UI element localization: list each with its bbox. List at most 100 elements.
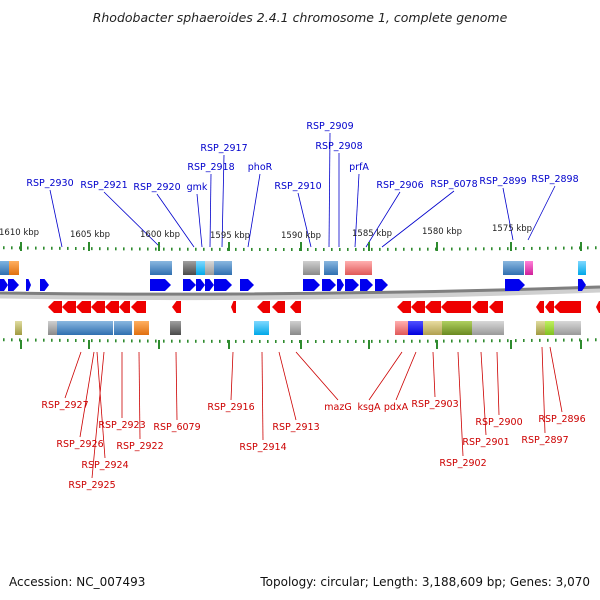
minor-tick [459, 247, 461, 251]
minor-tick [555, 338, 557, 342]
major-tick [20, 340, 22, 349]
reverse-label-connector [541, 346, 546, 434]
minor-tick [267, 247, 269, 251]
major-tick [368, 242, 370, 251]
genome-summary-text: Topology: circular; Length: 3,188,609 bp… [260, 575, 590, 589]
forward-gene-label: phoR [248, 162, 273, 173]
minor-tick [587, 246, 589, 250]
forward-label-connector [354, 173, 360, 248]
forward-gene-label: RSP_2909 [306, 121, 353, 132]
minor-tick [571, 338, 573, 342]
reverse-gene-arrow [131, 301, 146, 313]
reverse-gene-label: RSP_2914 [239, 442, 286, 453]
forward-gene-label: RSP_2921 [80, 180, 127, 191]
minor-tick [211, 339, 213, 343]
minor-tick [27, 338, 29, 342]
minor-tick [251, 339, 253, 343]
cds-box [15, 321, 22, 335]
minor-tick [395, 247, 397, 251]
forward-gene-arrow [26, 279, 31, 291]
cds-box [423, 321, 442, 335]
reverse-gene-arrow [231, 301, 236, 313]
forward-gene-label: RSP_2898 [531, 174, 578, 185]
reverse-gene-label: RSP_2913 [272, 422, 319, 433]
forward-gene-label: RSP_2899 [479, 176, 526, 187]
minor-tick [275, 247, 277, 251]
minor-tick [235, 339, 237, 343]
cds-box [9, 261, 19, 275]
forward-gene-label: RSP_2910 [274, 181, 321, 192]
cds-box [114, 321, 132, 335]
reverse-label-connector [549, 346, 563, 413]
cds-box [214, 261, 232, 275]
minor-tick [19, 246, 21, 250]
minor-tick [331, 339, 333, 343]
forward-gene-arrow [150, 279, 171, 291]
minor-tick [579, 246, 581, 250]
reverse-gene-label: RSP_2924 [81, 460, 128, 471]
minor-tick [243, 247, 245, 251]
reverse-gene-arrow [172, 301, 181, 313]
forward-gene-arrow [505, 279, 525, 291]
cds-box [525, 261, 533, 275]
minor-tick [75, 338, 77, 342]
forward-gene-arrow [303, 279, 320, 291]
forward-label-connector [297, 192, 312, 248]
cds-box [395, 321, 408, 335]
gene-arrows [0, 279, 600, 313]
cds-boxes [0, 261, 586, 335]
minor-tick [243, 339, 245, 343]
forward-gene-arrow [578, 279, 586, 291]
forward-label-connector [103, 191, 161, 248]
minor-tick [171, 247, 173, 251]
forward-gene-label: RSP_2930 [26, 178, 73, 189]
minor-tick [155, 339, 157, 343]
minor-tick [19, 338, 21, 342]
forward-label-connector [502, 187, 514, 241]
forward-gene-label: RSP_2908 [315, 141, 362, 152]
cds-box [57, 321, 99, 335]
minor-tick [523, 247, 525, 251]
reverse-gene-label: RSP_2927 [41, 400, 88, 411]
cds-box [503, 261, 524, 275]
cds-box [0, 261, 9, 275]
cds-box [150, 261, 172, 275]
cds-box [183, 261, 196, 275]
reverse-gene-label: RSP_2901 [462, 437, 509, 448]
minor-tick [299, 247, 301, 251]
minor-tick [323, 247, 325, 251]
reverse-gene-label: RSP_2896 [538, 414, 585, 425]
forward-label-connector [328, 132, 331, 248]
cds-box [324, 261, 338, 275]
forward-label-connector [221, 154, 225, 248]
major-tick [158, 340, 160, 349]
reverse-gene-label: ksgA [358, 402, 381, 413]
forward-gene-arrow [183, 279, 196, 291]
reverse-label-connector [64, 351, 82, 399]
minor-tick [467, 247, 469, 251]
minor-tick [11, 338, 13, 342]
minor-tick [411, 247, 413, 251]
forward-label-connector [49, 189, 63, 248]
cds-box [472, 321, 504, 335]
minor-tick [419, 339, 421, 343]
reverse-label-connector [278, 351, 297, 421]
minor-tick [187, 247, 189, 251]
minor-tick [99, 247, 101, 251]
reverse-gene-label: RSP_2923 [98, 420, 145, 431]
cds-box [290, 321, 301, 335]
forward-gene-arrow [322, 279, 336, 291]
cds-box [134, 321, 149, 335]
reverse-gene-label: RSP_2922 [116, 441, 163, 452]
minor-tick [155, 247, 157, 251]
minor-tick [467, 339, 469, 343]
cds-box [303, 261, 320, 275]
minor-tick [227, 247, 229, 251]
minor-tick [387, 339, 389, 343]
cds-box [545, 321, 554, 335]
minor-tick [475, 247, 477, 251]
reverse-label-connector [395, 351, 417, 401]
minor-tick [35, 246, 37, 250]
minor-tick [339, 339, 341, 343]
